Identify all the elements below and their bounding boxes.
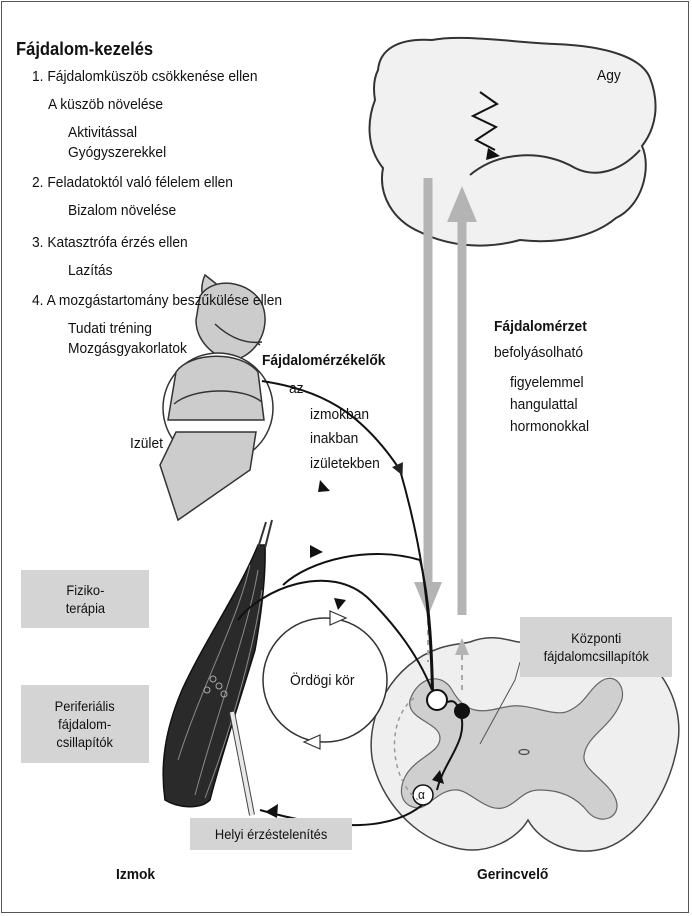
muscles-label: Izmok bbox=[116, 866, 155, 884]
list-item-3-sub: Lazítás bbox=[68, 262, 113, 280]
vicious-circle-label: Ördögi kör bbox=[290, 672, 354, 690]
list-item-2: 2. Feladatoktól való félelem ellen bbox=[32, 174, 233, 192]
pain-sensation-label: Fájdalomérzet bbox=[494, 318, 587, 336]
joint-illustration bbox=[160, 275, 273, 520]
peripheral-analgesics-line-1: Periferiális bbox=[55, 697, 115, 715]
by-mood-label: hangulattal bbox=[510, 396, 578, 414]
central-analgesics-line-2: fájdalomcsillapítók bbox=[543, 647, 648, 665]
peripheral-analgesics-line-2: fájdalom- bbox=[55, 715, 115, 733]
list-item-1-sub: A küszöb növelése bbox=[48, 96, 163, 114]
peripheral-analgesics-line-3: csillapítók bbox=[55, 733, 115, 751]
physiotherapy-line-1: Fiziko- bbox=[65, 581, 104, 599]
spinal-cord-label: Gerincvelő bbox=[477, 866, 548, 884]
list-item-1: 1. Fájdalomküszöb csökkenése ellen bbox=[32, 68, 258, 86]
by-hormones-label: hormonokkal bbox=[510, 418, 589, 436]
local-anesthesia-label: Helyi érzéstelenítés bbox=[215, 825, 327, 843]
local-anesthesia-box: Helyi érzéstelenítés bbox=[190, 818, 352, 850]
list-item-4-b: Mozgásgyakorlatok bbox=[68, 340, 187, 358]
ascending-arrow bbox=[447, 186, 477, 690]
list-item-4-a: Tudati tréning bbox=[68, 320, 152, 338]
sensory-neuron bbox=[427, 690, 447, 710]
influenced-label: befolyásolható bbox=[494, 344, 583, 362]
descending-arrow bbox=[414, 178, 442, 662]
in-tendons-label: inakban bbox=[310, 430, 358, 448]
alpha-label: α bbox=[418, 786, 425, 804]
muscle-illustration bbox=[163, 520, 272, 815]
by-attention-label: figyelemmel bbox=[510, 374, 584, 392]
list-item-4: 4. A mozgástartomány beszűkülése ellen bbox=[32, 292, 282, 310]
list-item-3: 3. Katasztrófa érzés ellen bbox=[32, 234, 188, 252]
physiotherapy-line-2: terápia bbox=[65, 599, 104, 617]
physiotherapy-box: Fiziko-terápia bbox=[21, 570, 149, 628]
list-item-1-b: Gyógyszerekkel bbox=[68, 144, 166, 162]
in-muscles-label: izmokban bbox=[310, 406, 369, 424]
list-item-1-a: Aktivitással bbox=[68, 124, 137, 142]
the-label: az bbox=[289, 380, 304, 398]
in-joints-label: izületekben bbox=[310, 455, 380, 473]
page-title: Fájdalom-kezelés bbox=[16, 38, 153, 60]
brain-label: Agy bbox=[597, 67, 621, 85]
receptors-label: Fájdalomérzékelők bbox=[262, 352, 385, 370]
list-item-2-sub: Bizalom növelése bbox=[68, 202, 176, 220]
joint-label: Izület bbox=[130, 435, 163, 453]
central-analgesics-line-1: Központi bbox=[543, 629, 648, 647]
interneuron bbox=[454, 703, 470, 719]
